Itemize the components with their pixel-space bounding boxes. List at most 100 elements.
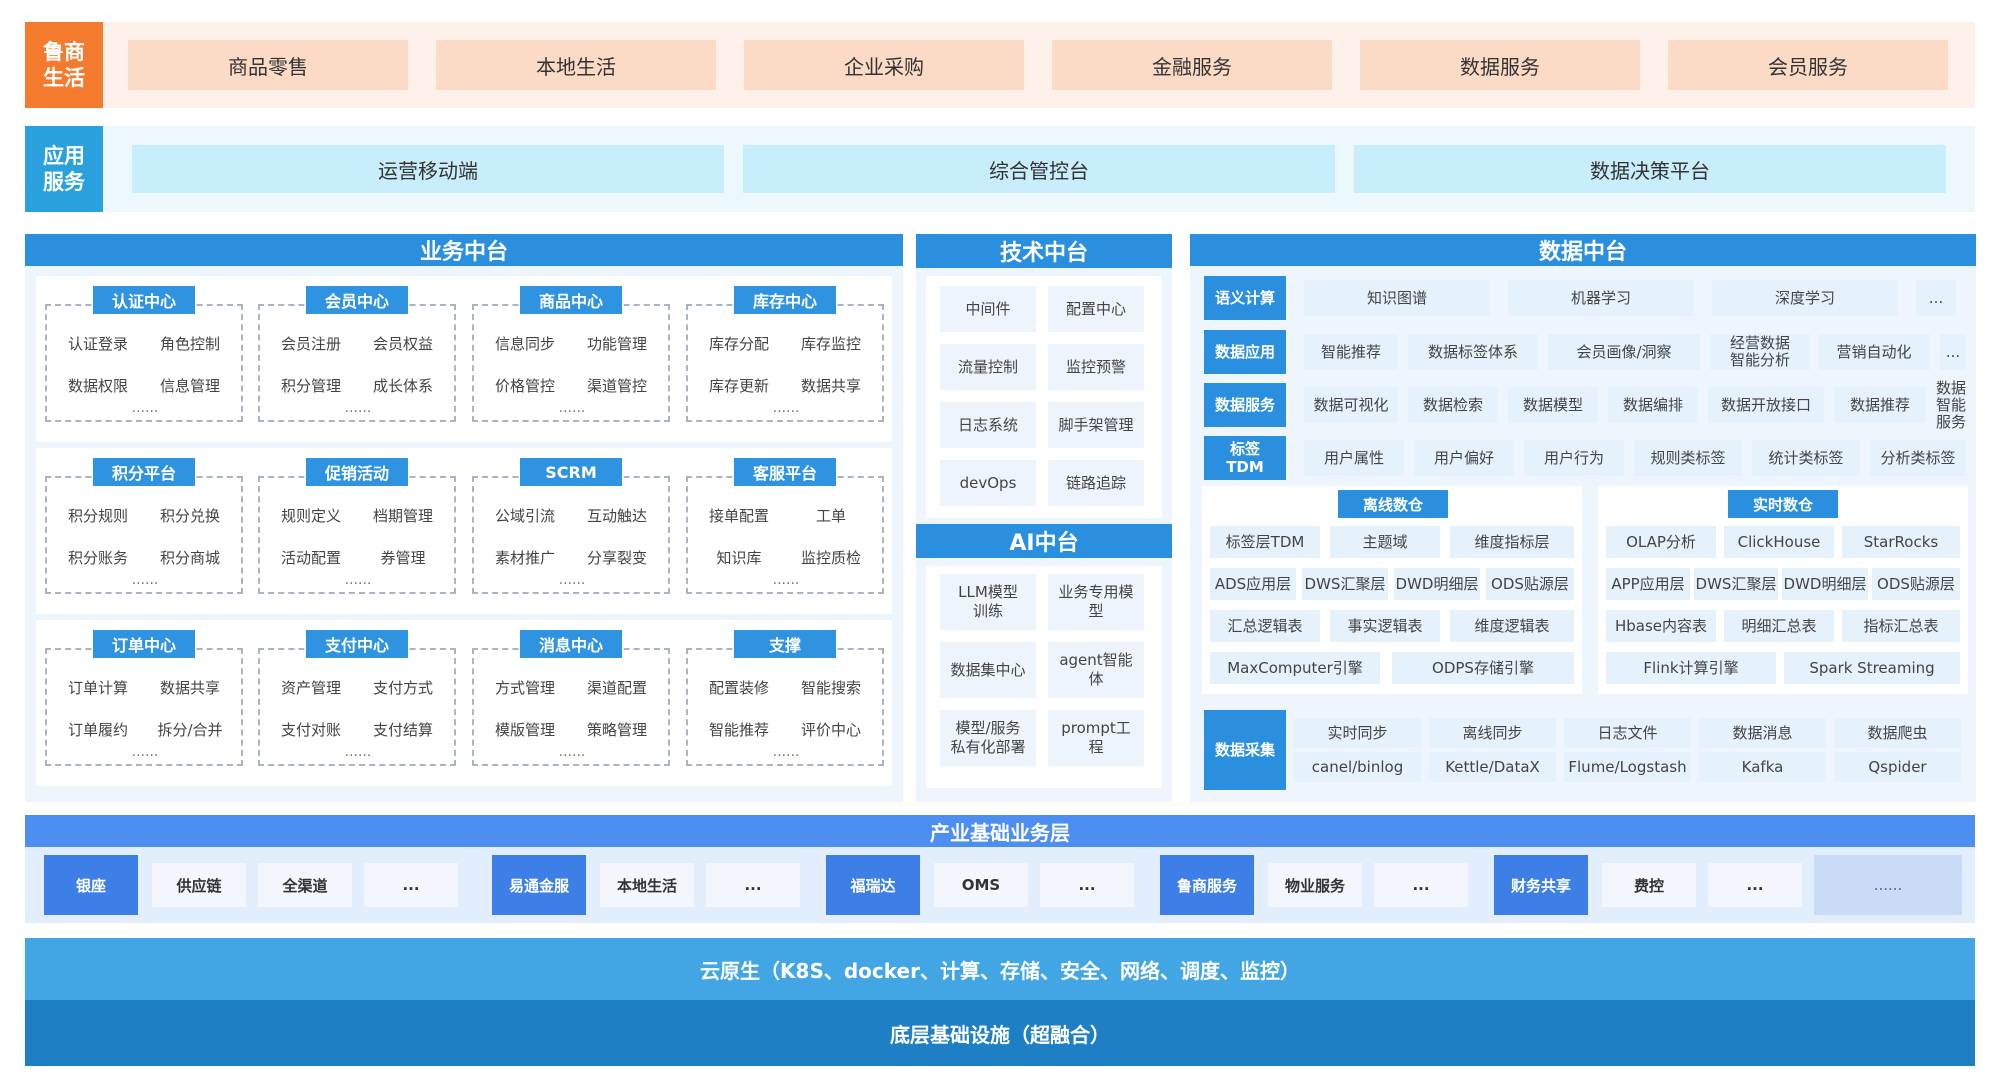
data-row-item: 用户偏好: [1414, 440, 1514, 476]
business-group-item: 角色控制: [159, 334, 220, 353]
realtime-warehouse-item: StarRocks: [1842, 526, 1960, 558]
offline-warehouse-item: 维度逻辑表: [1450, 610, 1574, 642]
realtime-warehouse-item: Hbase内容表: [1606, 610, 1716, 642]
industry-block-item: 费控: [1602, 863, 1696, 907]
business-group-item: 数据共享: [800, 376, 861, 395]
business-group-item: 积分规则: [67, 506, 128, 525]
data-collect-item-top: 数据消息: [1699, 718, 1826, 748]
business-group-item: 活动配置: [280, 548, 341, 567]
data-row-item: 数据检索: [1408, 387, 1498, 423]
business-group-item: 订单履约: [67, 720, 128, 739]
business-group-item: 库存监控: [800, 334, 861, 353]
ai-item: 数据集中心: [940, 642, 1036, 698]
business-group-title: 订单中心: [93, 630, 195, 658]
data-collect-item-top: 离线同步: [1429, 718, 1556, 748]
business-group-item: 评价中心: [800, 720, 861, 739]
offline-warehouse-item: 汇总逻辑表: [1210, 610, 1320, 642]
business-group-item: 积分兑换: [159, 506, 220, 525]
business-group-title: 积分平台: [93, 458, 195, 486]
tech-item: 监控预警: [1048, 344, 1144, 390]
top-item: 企业采购: [744, 40, 1024, 90]
business-group-item: 方式管理: [494, 678, 555, 697]
data-collect-item-bottom: canel/binlog: [1294, 752, 1421, 782]
tech-item: 流量控制: [940, 344, 1036, 390]
business-group-item: 支付对账: [280, 720, 341, 739]
data-row-item: 统计类标签: [1752, 440, 1860, 476]
tech-item: 链路追踪: [1048, 460, 1144, 506]
business-group-dots: ......: [772, 744, 800, 760]
ai-item: agent智能 体: [1048, 642, 1144, 698]
business-group-dots: ......: [344, 744, 372, 760]
business-group-item: 分享裂变: [586, 548, 647, 567]
data-row-item: 智能推荐: [1304, 334, 1398, 370]
industry-block-label: 财务共享: [1494, 855, 1588, 915]
industry-block-item: 本地生活: [600, 863, 694, 907]
realtime-warehouse-item: ClickHouse: [1724, 526, 1834, 558]
business-group-dots: ......: [344, 400, 372, 416]
industry-more: ......: [1814, 855, 1962, 915]
business-group-item: 库存更新: [708, 376, 769, 395]
realtime-warehouse-item: Spark Streaming: [1784, 652, 1960, 684]
business-group-title: 认证中心: [93, 286, 195, 314]
business-group-item: 认证登录: [67, 334, 128, 353]
realtime-warehouse-item: 指标汇总表: [1842, 610, 1960, 642]
top-item: 会员服务: [1668, 40, 1948, 90]
industry-block-item: ...: [1374, 863, 1468, 907]
industry-block-item: 物业服务: [1268, 863, 1362, 907]
offline-warehouse-item: 主题域: [1330, 526, 1440, 558]
business-group-dots: ......: [772, 572, 800, 588]
offline-warehouse-item: 事实逻辑表: [1330, 610, 1440, 642]
data-row-item: 机器学习: [1508, 280, 1694, 316]
business-group-item: 档期管理: [372, 506, 433, 525]
tech-item: devOps: [940, 460, 1036, 506]
data-collect-item-bottom: Kafka: [1699, 752, 1826, 782]
data-row-item: 深度学习: [1712, 280, 1898, 316]
data-row-item: 数据模型: [1508, 387, 1598, 423]
business-group-item: 素材推广: [494, 548, 555, 567]
business-group-item: 公域引流: [494, 506, 555, 525]
data-row-item: 知识图谱: [1304, 280, 1490, 316]
business-group-dots: ......: [558, 572, 586, 588]
business-group-item: 拆分/合并: [157, 720, 223, 739]
top-item: 本地生活: [436, 40, 716, 90]
side-label-lushang-life: 鲁商 生活: [25, 22, 103, 108]
realtime-warehouse-item: DWS汇聚层: [1694, 568, 1778, 600]
offline-warehouse-item: DWD明细层: [1394, 568, 1480, 600]
realtime-warehouse-item: 明细汇总表: [1724, 610, 1834, 642]
offline-warehouse-item: ADS应用层: [1210, 568, 1296, 600]
tech-item: 脚手架管理: [1048, 402, 1144, 448]
data-row-item: 会员画像/洞察: [1548, 334, 1700, 370]
industry-block-item: ...: [1708, 863, 1802, 907]
app-item: 综合管控台: [743, 145, 1335, 193]
business-group-item: 会员注册: [280, 334, 341, 353]
business-group-item: 价格管控: [494, 376, 555, 395]
cloud-native-layer: 云原生（K8S、docker、计算、存储、安全、网络、调度、监控）: [25, 938, 1975, 1000]
data-collect-label: 数据采集: [1204, 710, 1286, 790]
data-row-item: 数据标签体系: [1408, 334, 1538, 370]
business-group-dots: ......: [772, 400, 800, 416]
business-group-item: 知识库: [716, 548, 762, 567]
ai-item: 业务专用模 型: [1048, 574, 1144, 630]
offline-warehouse-item: 维度指标层: [1450, 526, 1574, 558]
data-platform-title: 数据中台: [1190, 234, 1976, 266]
data-collect-item-bottom: Flume/Logstash: [1564, 752, 1691, 782]
data-row-item: 数据智能服务: [1936, 378, 1967, 431]
data-row-label: 标签 TDM: [1204, 436, 1286, 480]
business-group-title: 消息中心: [520, 630, 622, 658]
tech-platform-title: 技术中台: [916, 234, 1172, 268]
business-group-item: 成长体系: [372, 376, 433, 395]
business-group-title: 支撑: [734, 630, 836, 658]
business-group-item: 工单: [815, 506, 846, 525]
business-group-dots: ......: [344, 572, 372, 588]
business-group-title: 会员中心: [306, 286, 408, 314]
business-platform-title: 业务中台: [25, 234, 903, 266]
data-row-label: 数据服务: [1204, 383, 1286, 427]
business-group-dots: ......: [131, 400, 159, 416]
industry-block-item: ...: [1040, 863, 1134, 907]
business-group-item: 支付方式: [372, 678, 433, 697]
business-group-item: 支付结算: [372, 720, 433, 739]
offline-warehouse-item: 标签层TDM: [1210, 526, 1320, 558]
realtime-warehouse-item: OLAP分析: [1606, 526, 1716, 558]
offline-warehouse-title: 离线数仓: [1338, 490, 1448, 518]
data-collect-item-bottom: Qspider: [1834, 752, 1961, 782]
